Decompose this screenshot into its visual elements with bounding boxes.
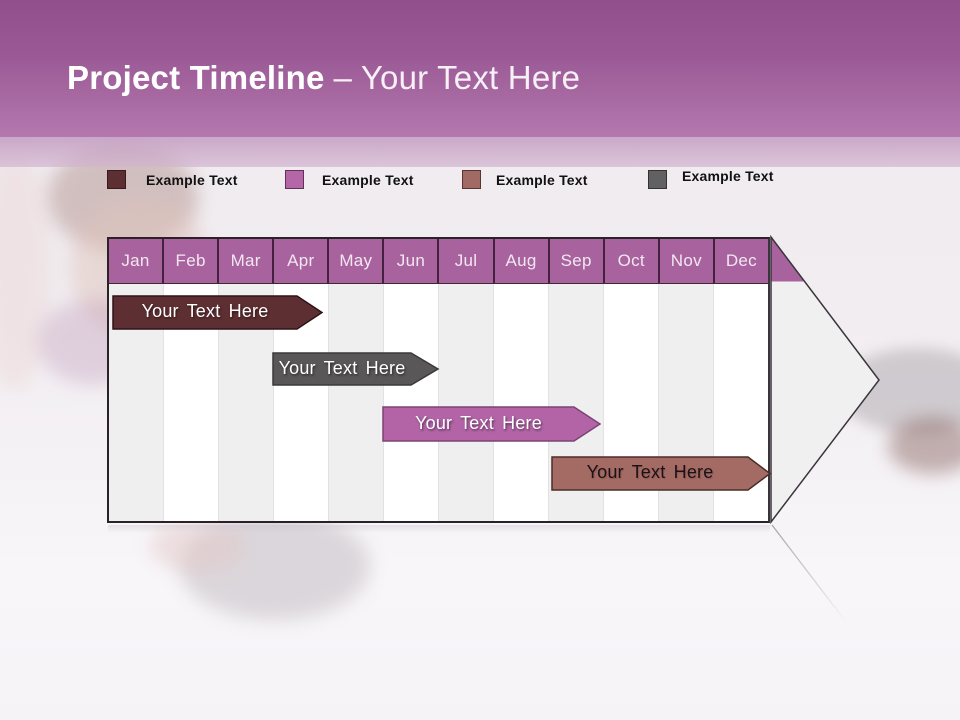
gantt-bar-2-shape <box>272 352 440 386</box>
legend-item-4: Example Text <box>648 167 774 189</box>
gantt-bar-2-label: Your Text Here <box>278 358 406 378</box>
month-header-row: Jan Feb Mar Apr May Jun Jul Aug Sep Oct … <box>109 239 768 284</box>
grid-column <box>439 284 494 521</box>
month-cell-sep: Sep <box>550 239 605 283</box>
gantt-bar-4-label: Your Text Here <box>586 462 714 482</box>
grid-column <box>494 284 549 521</box>
grid-column <box>384 284 439 521</box>
legend-swatch-2 <box>285 170 304 189</box>
legend-item-1: Example Text <box>107 170 238 189</box>
gantt-bar-4: Your Text Here <box>551 456 771 491</box>
table-reflection-fade <box>108 525 770 533</box>
legend-swatch-4 <box>648 170 667 189</box>
legend-item-2: Example Text <box>285 170 414 189</box>
gantt-bar-1-shape <box>112 295 324 330</box>
month-cell-feb: Feb <box>164 239 220 283</box>
legend-label-1: Example Text <box>146 171 238 188</box>
legend-item-3: Example Text <box>462 170 588 189</box>
title-bold: Project Timeline <box>67 59 325 96</box>
gantt-bar-3-shape <box>382 406 602 442</box>
header-band: Project Timeline– Your Text Here <box>0 0 960 137</box>
month-cell-mar: Mar <box>219 239 275 283</box>
gantt-bar-3-label: Your Text Here <box>415 413 542 433</box>
gantt-bar-2: Your Text Here <box>272 352 440 386</box>
gantt-bar-1: Your Text Here <box>112 295 324 330</box>
legend-label-4: Example Text <box>682 167 774 184</box>
month-cell-apr: Apr <box>274 239 330 283</box>
month-cell-aug: Aug <box>495 239 550 283</box>
month-cell-oct: Oct <box>605 239 660 283</box>
month-cell-jan: Jan <box>109 239 165 283</box>
photo-blob-shoe <box>888 418 960 474</box>
title-regular: – Your Text Here <box>333 59 581 96</box>
gantt-bar-1-label: Your Text Here <box>141 301 269 321</box>
month-cell-jun: Jun <box>384 239 440 283</box>
timeline-arrowhead <box>770 235 880 525</box>
page-title: Project Timeline– Your Text Here <box>67 56 580 100</box>
month-cell-may: May <box>329 239 385 283</box>
header-accent-strip <box>0 137 960 167</box>
legend-swatch-1 <box>107 170 126 189</box>
legend-swatch-3 <box>462 170 481 189</box>
gantt-bar-4-shape <box>551 456 771 491</box>
month-cell-jul: Jul <box>439 239 495 283</box>
month-cell-nov: Nov <box>660 239 715 283</box>
legend-label-3: Example Text <box>496 171 588 188</box>
arrowhead-body <box>771 237 879 522</box>
photo-blob-pink-reflection <box>150 520 245 572</box>
gantt-bar-3: Your Text Here <box>382 406 602 442</box>
legend-label-2: Example Text <box>322 171 414 188</box>
grid-column <box>329 284 384 521</box>
month-cell-dec: Dec <box>725 251 757 270</box>
arrowhead-outline <box>770 235 880 525</box>
